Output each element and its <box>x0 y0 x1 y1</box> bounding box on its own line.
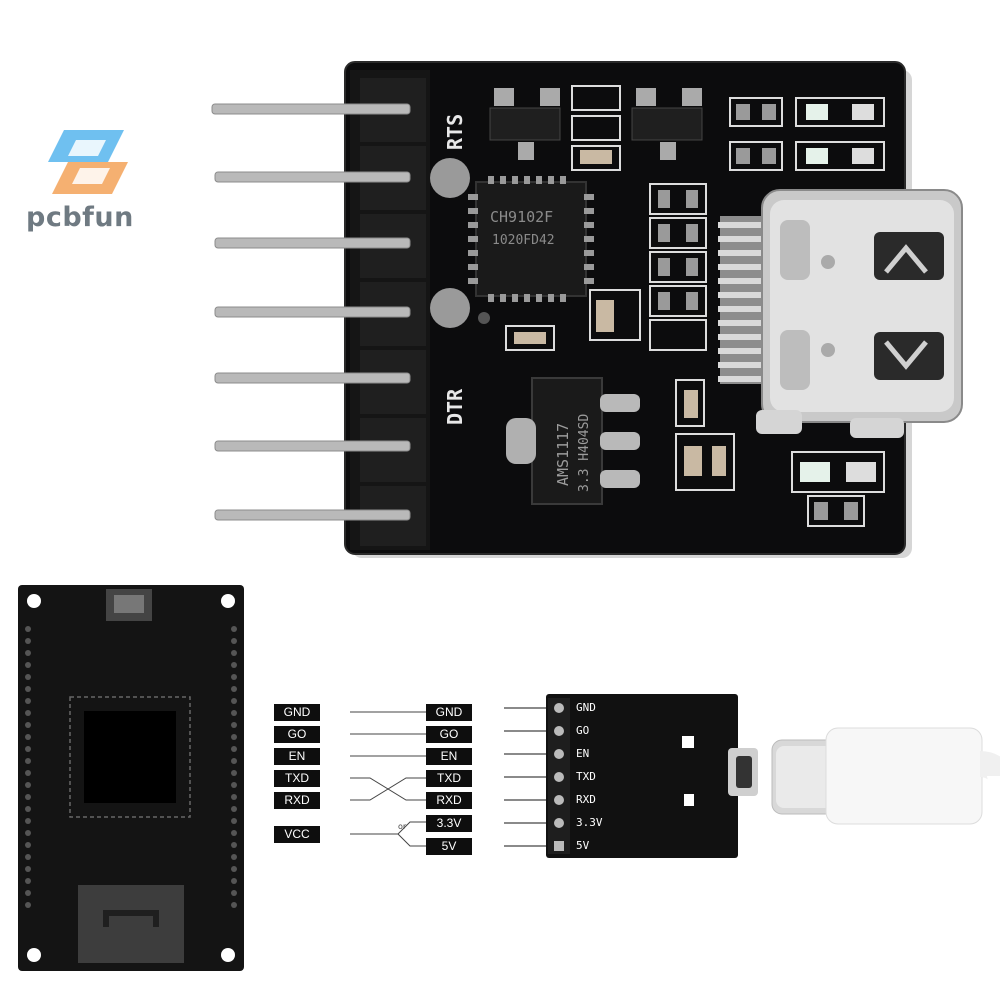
module-pin-5v: 5V <box>576 839 590 852</box>
right-label-go: GO <box>426 726 472 743</box>
esp-board-illustration <box>18 585 244 971</box>
right-label-txd: TXD <box>426 770 472 787</box>
left-label-txd: TXD <box>274 770 320 787</box>
chip-label-2: 1020FD42 <box>492 233 555 248</box>
left-label-vcc: VCC <box>274 826 320 843</box>
usb-module-illustration <box>496 690 766 860</box>
dtr-label: DTR <box>443 388 467 425</box>
reg-label-2: 3.3 H404SD <box>577 414 592 492</box>
right-label-3v3: 3.3V <box>426 815 472 832</box>
right-label-5v: 5V <box>426 838 472 855</box>
reg-label-1: AMS1117 <box>554 423 572 486</box>
module-pin-go: GO <box>576 724 590 737</box>
brand-name: pcbfun <box>26 202 134 233</box>
logo-icon <box>48 130 128 194</box>
left-label-en: EN <box>274 748 320 765</box>
right-label-en: EN <box>426 748 472 765</box>
right-label-rxd: RXD <box>426 792 472 809</box>
module-pin-3v3: 3.3V <box>576 816 603 829</box>
wiring-diagram: or <box>270 700 480 860</box>
right-label-gnd: GND <box>426 704 472 721</box>
module-pin-txd: TXD <box>576 770 596 783</box>
left-label-go: GO <box>274 726 320 743</box>
module-pin-en: EN <box>576 747 590 760</box>
module-pin-gnd: GND <box>576 701 596 714</box>
module-pin-rxd: RXD <box>576 793 596 806</box>
usb-c-cable <box>768 720 1000 830</box>
left-label-rxd: RXD <box>274 792 320 809</box>
rts-label: RTS <box>443 114 467 150</box>
brand-logo <box>46 126 132 198</box>
or-text: or <box>398 822 407 831</box>
top-board-photo: RTS DTR CH9102F 1020FD42 <box>211 61 963 558</box>
left-label-gnd: GND <box>274 704 320 721</box>
usb-c-connector <box>718 189 963 438</box>
chip-label-1: CH9102F <box>490 208 553 226</box>
